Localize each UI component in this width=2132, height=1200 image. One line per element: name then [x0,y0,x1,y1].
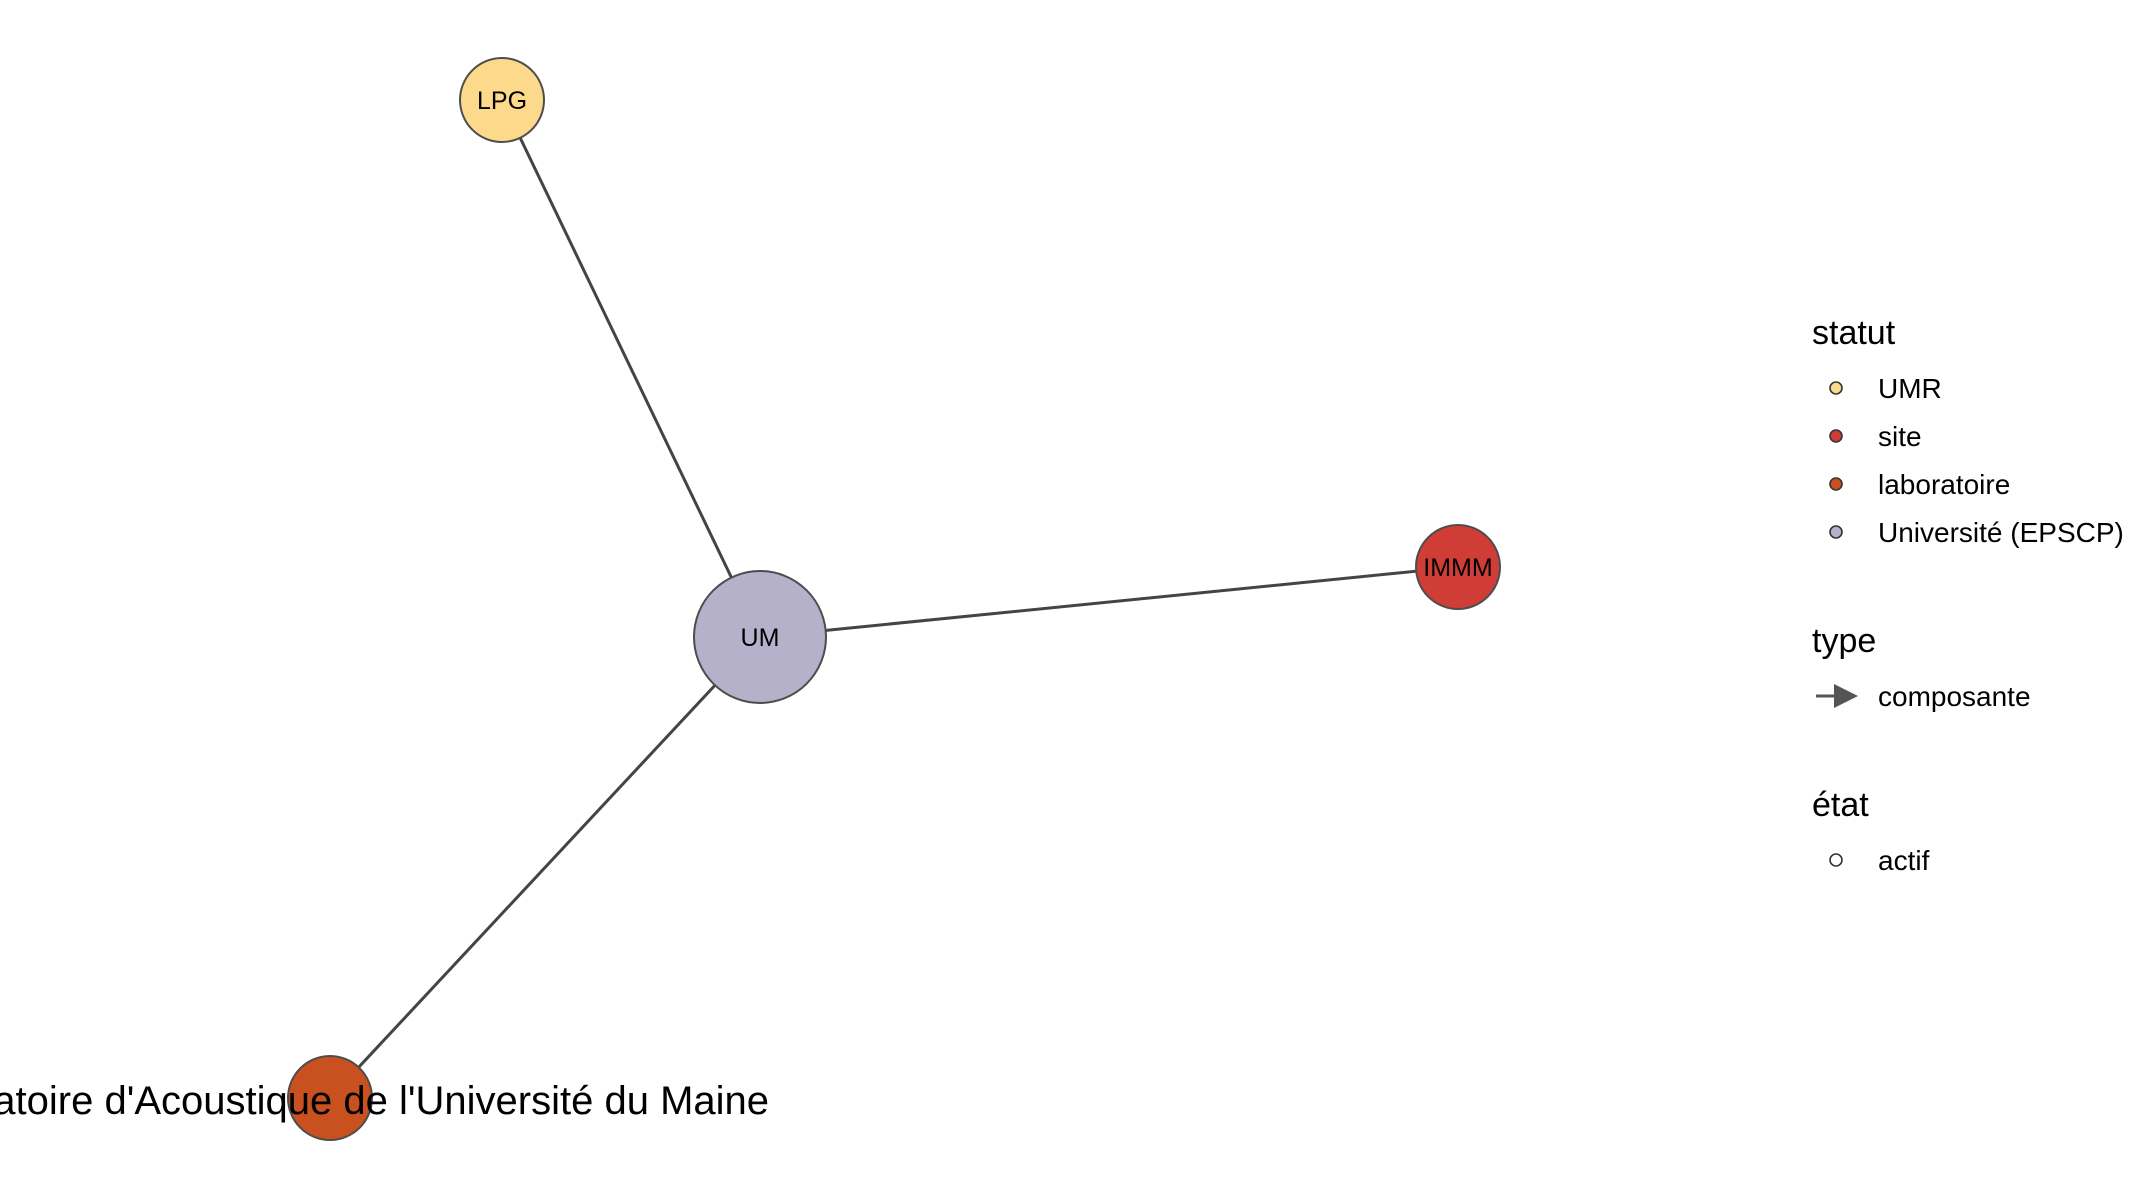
node-laum-label: Laboratoire d'Acoustique de l'Université… [0,1079,769,1123]
legend-label-umr: UMR [1878,373,1942,404]
node-laum[interactable]: Laboratoire d'Acoustique de l'Université… [0,1055,769,1141]
node-immm-label: IMMM [1423,554,1492,582]
node-immm-circle [1415,524,1501,610]
node-lpg-label: LPG [477,87,527,115]
legend-label-actif: actif [1878,845,1930,876]
edges [328,99,1459,1100]
edge-um-immm [759,565,1459,639]
node-um-label: UM [741,624,780,652]
edge-um-lpg [500,99,762,638]
arrow-right-icon [1816,684,1858,708]
node-immm[interactable]: IMMM [1415,524,1501,610]
node-lpg[interactable]: LPG [459,57,545,143]
legend-etat: état actif [1812,786,1930,876]
node-lpg-circle [459,57,545,143]
legend-label-composante: composante [1878,681,2031,712]
legend-dot-site [1829,429,1843,443]
legend-dot-laboratoire [1829,477,1843,491]
legend-type-title: type [1812,622,1876,660]
node-um-circle [693,570,827,704]
legend-dot-universite [1829,525,1843,539]
legend-label-laboratoire: laboratoire [1878,469,2010,500]
edge-um-laum [328,635,762,1100]
legend-label-site: site [1878,421,1922,452]
node-laum-circle [287,1055,373,1141]
legend-etat-title: état [1812,786,1869,824]
node-um[interactable]: UM [693,570,827,704]
open-circle-icon [1829,853,1843,867]
legend-dot-umr [1829,381,1843,395]
legend-type: type composante [1812,622,2031,712]
legend-statut-title: statut [1812,314,1896,352]
legend-statut: statut UMR site laboratoire Université (… [1812,314,2124,548]
legend-label-universite: Université (EPSCP) [1878,517,2124,548]
legend: statut UMR site laboratoire Université (… [1812,314,2124,876]
